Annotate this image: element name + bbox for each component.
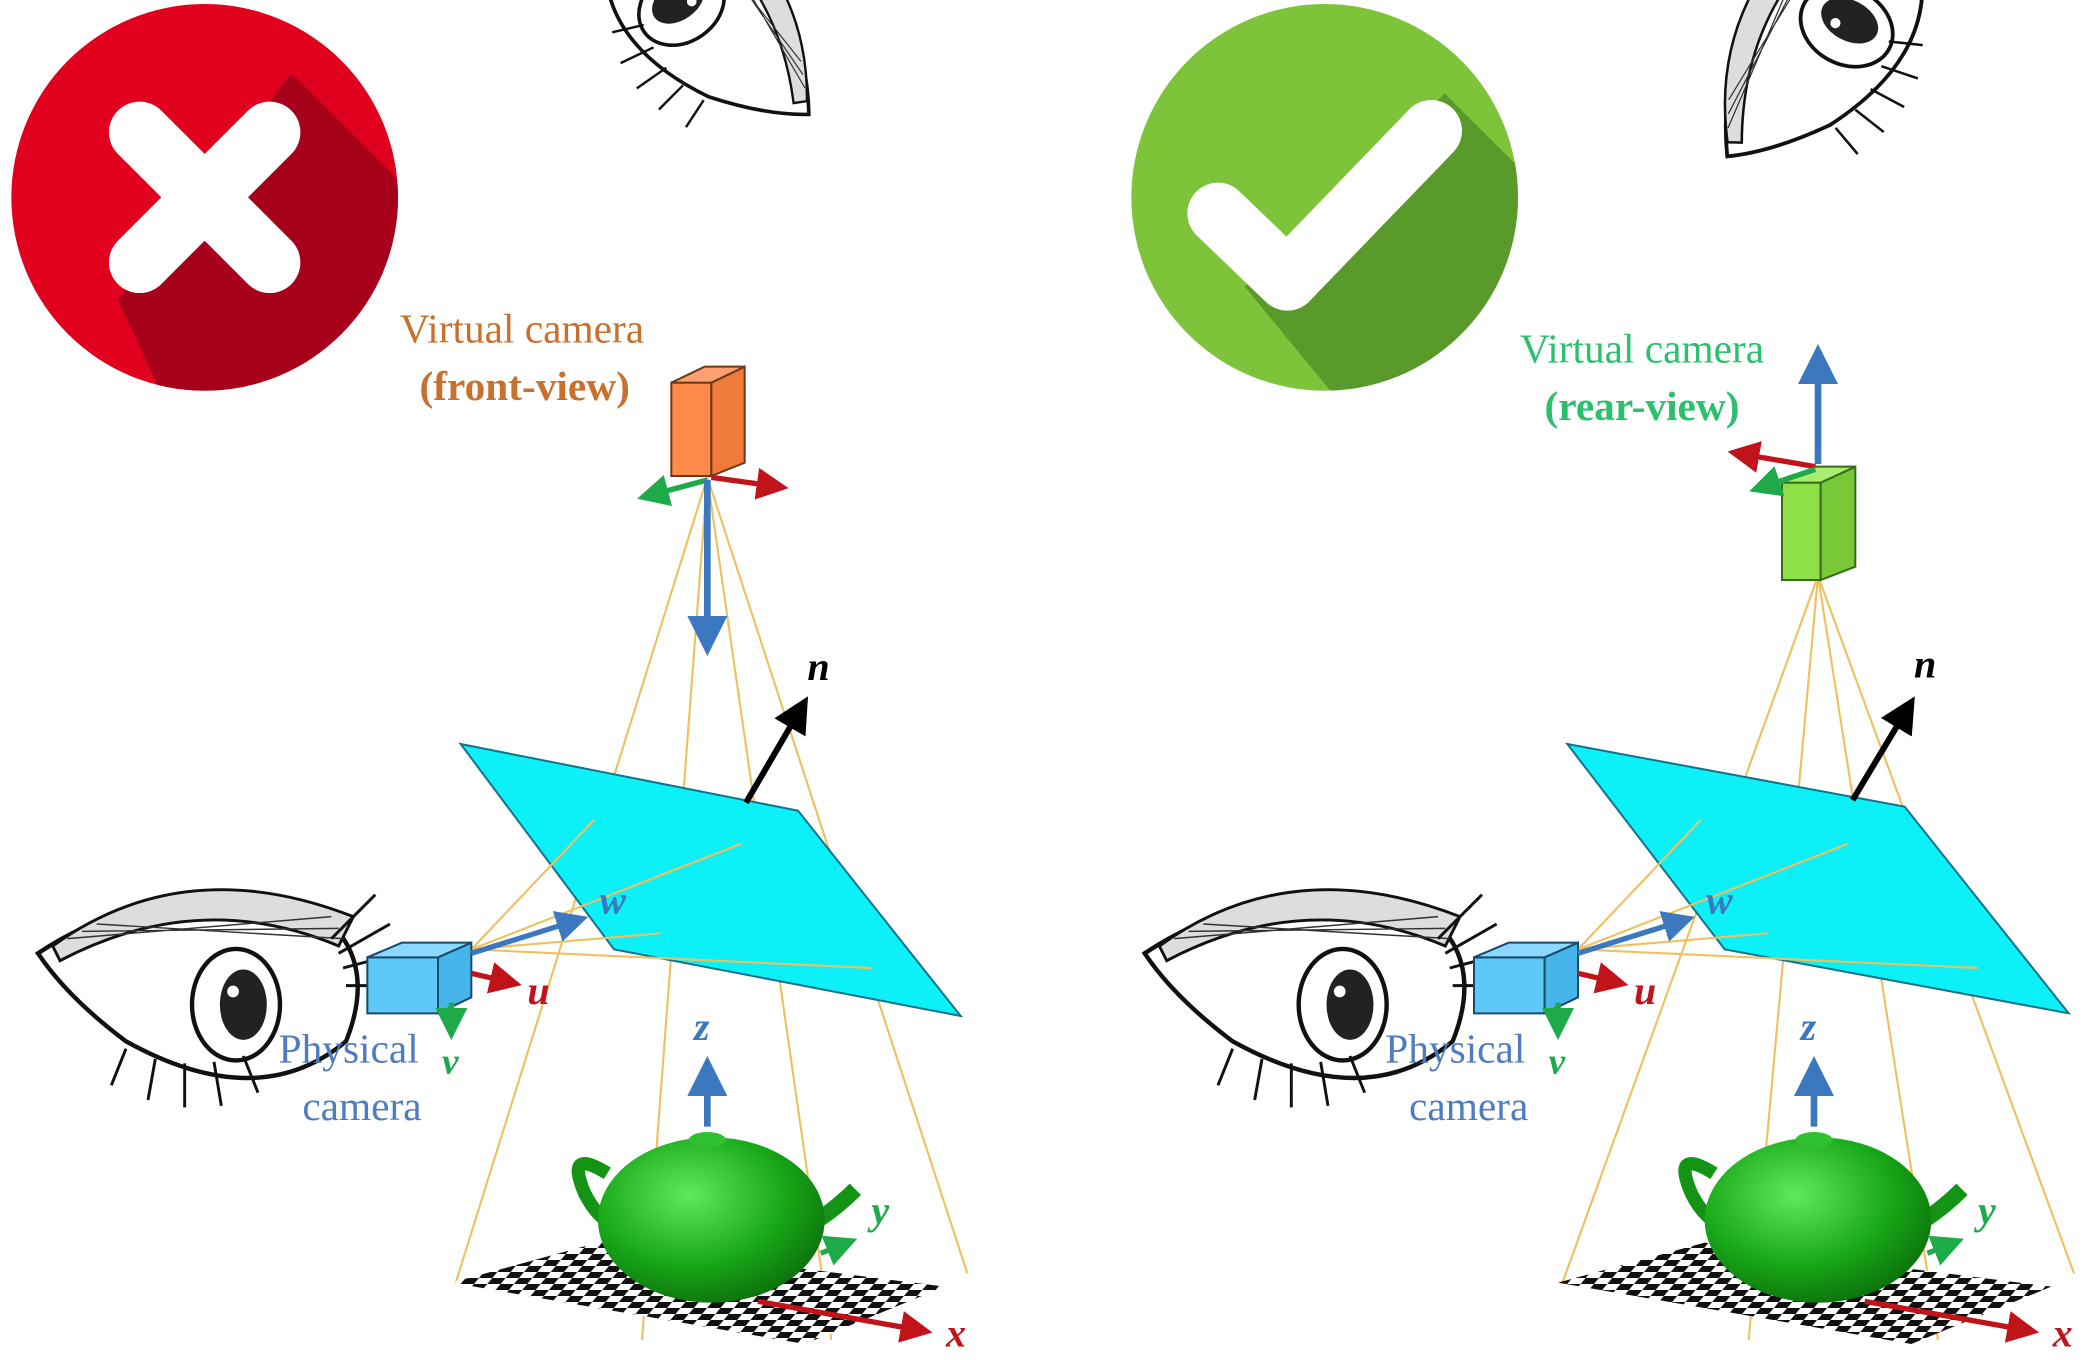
viewer-eye-side-icon [1145, 890, 1506, 1108]
physical-camera-label-line1: Physical [1385, 1026, 1525, 1072]
viewer-eye-side-icon [38, 890, 399, 1108]
physical-camera-axis-u [470, 962, 522, 994]
physical-camera-label-line2: camera [1409, 1083, 1528, 1129]
virtual-camera-axis-green [637, 475, 709, 506]
world-axis-y [1926, 1235, 1964, 1266]
axis-label-w: w [599, 877, 626, 922]
viewer-eye-top-icon [1676, 0, 1993, 221]
teapot [1678, 1132, 1968, 1303]
physical-camera-label-line1: Physical [279, 1026, 419, 1072]
physical-camera-axis-u [1577, 962, 1629, 994]
world-axis-x [1864, 1298, 2040, 1343]
axis-label-x: x [945, 1311, 966, 1356]
axis-label-y: y [867, 1188, 889, 1233]
virtual-camera-view-label: (rear-view) [1544, 383, 1739, 430]
axis-label-z: z [1799, 1004, 1817, 1049]
display-plane [458, 742, 964, 1018]
display-plane [1564, 742, 2072, 1015]
virtual-camera-label: Virtual camera [400, 306, 644, 352]
virtual-camera-box [670, 365, 746, 478]
virtual-camera-axis-red [710, 467, 789, 500]
viewer-eye-top-icon [534, 0, 854, 189]
physical-camera-label-line2: camera [302, 1083, 421, 1129]
physical-camera-box [1473, 941, 1579, 1015]
axis-label-z: z [692, 1004, 710, 1049]
physical-camera-axis-w [1577, 911, 1695, 956]
left-panel: Virtual camera (front-view) n [11, 0, 969, 1356]
virtual-camera-box [1781, 465, 1857, 582]
world-axis-y [819, 1235, 858, 1266]
axis-label-v: v [1549, 1041, 1566, 1082]
virtual-camera-axis-green [1749, 466, 1817, 497]
physical-camera-axis-w [470, 911, 589, 956]
teapot [571, 1132, 861, 1303]
virtual-camera-label: Virtual camera [1520, 326, 1764, 372]
world-axis-x [757, 1298, 933, 1343]
axis-label-u: u [527, 968, 549, 1013]
axis-label-y: y [1974, 1188, 1996, 1233]
physical-camera-box [366, 941, 473, 1015]
axis-label-v: v [442, 1041, 459, 1082]
x-circle-icon [11, 4, 398, 391]
axis-label-n: n [1914, 641, 1936, 686]
axis-label-w: w [1706, 877, 1733, 922]
plane-normal-arrow [743, 696, 809, 805]
check-circle-icon [1131, 4, 1518, 391]
virtual-camera-axis-red [1727, 441, 1816, 473]
virtual-camera-view-label: (front-view) [419, 363, 629, 410]
plane-normal-arrow [1850, 696, 1915, 802]
axis-label-x: x [2052, 1311, 2073, 1356]
axis-label-u: u [1634, 968, 1656, 1013]
right-panel: Virtual camera (rear-view) n [1131, 0, 2076, 1356]
axis-label-n: n [807, 644, 829, 689]
